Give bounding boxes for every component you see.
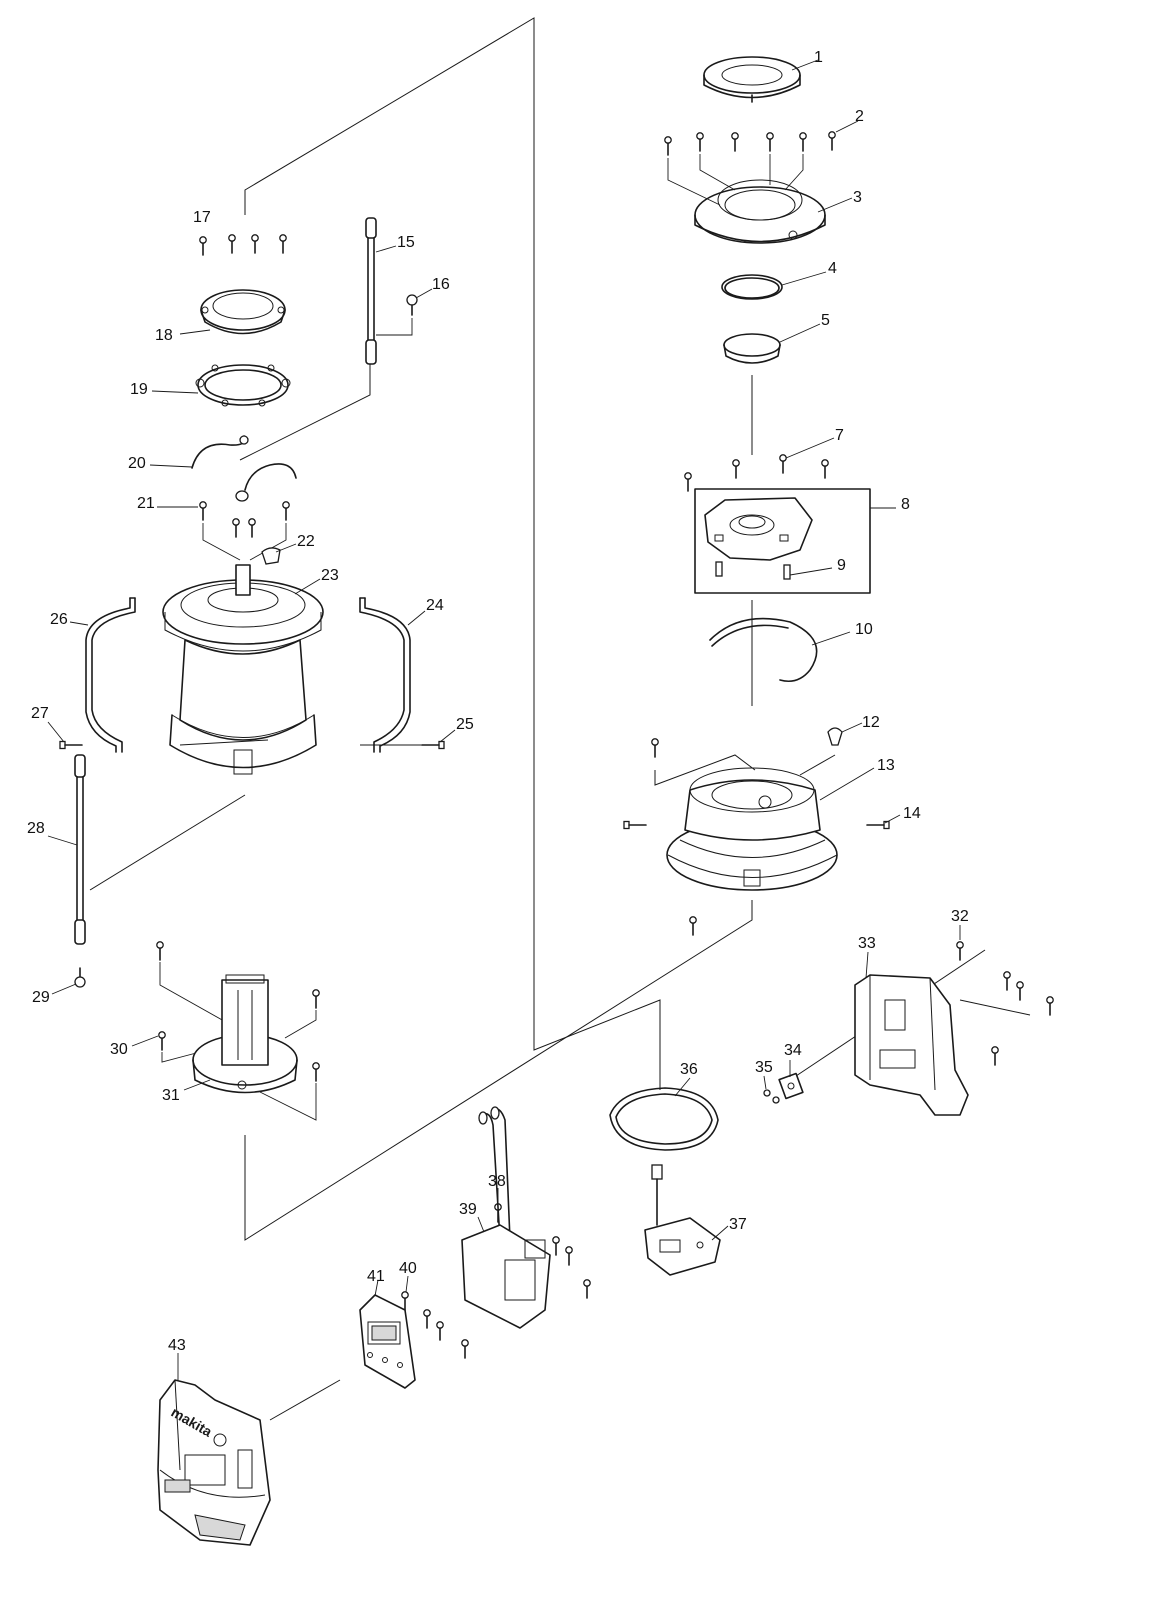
part-4-o-ring bbox=[721, 274, 783, 300]
assembly-guide-lines bbox=[89, 17, 1031, 1421]
callout-24: 24 bbox=[426, 597, 444, 614]
part-43-front-cover: makita bbox=[157, 1379, 271, 1546]
part-18-speaker bbox=[200, 289, 286, 335]
callout-16: 16 bbox=[432, 276, 450, 293]
callout-20: 20 bbox=[128, 455, 146, 472]
part-8-led-board bbox=[704, 497, 813, 561]
callout-15: 15 bbox=[397, 234, 415, 251]
callout-31: 31 bbox=[162, 1087, 180, 1104]
part-36-gasket bbox=[609, 1087, 719, 1151]
part-29-screw bbox=[74, 967, 86, 988]
callout-41: 41 bbox=[367, 1268, 385, 1285]
part-24-handle-right bbox=[359, 597, 411, 753]
part-13-base-ring bbox=[666, 767, 838, 891]
callout-40: 40 bbox=[399, 1260, 417, 1277]
callout-26: 26 bbox=[50, 611, 68, 628]
callout-28: 28 bbox=[27, 820, 45, 837]
part-37-sensor-board bbox=[644, 1164, 721, 1276]
callout-22: 22 bbox=[297, 533, 315, 550]
part-41-display-board bbox=[359, 1294, 416, 1389]
part-33-rear-housing bbox=[854, 974, 969, 1116]
part-30-screws bbox=[156, 940, 321, 1121]
part-3-top-housing bbox=[667, 154, 826, 244]
callout-leaders bbox=[47, 59, 961, 1380]
part-23-main-housing bbox=[162, 564, 324, 775]
part-12-plug bbox=[827, 727, 843, 746]
callout-7: 7 bbox=[835, 427, 844, 444]
part-25-screw bbox=[421, 740, 445, 750]
part-8-frame bbox=[694, 488, 871, 594]
callout-35: 35 bbox=[755, 1059, 773, 1076]
callout-3: 3 bbox=[853, 189, 862, 206]
callout-numbers: 1 2 3 4 5 7 8 9 10 12 13 14 15 16 17 18 … bbox=[27, 49, 969, 1354]
part-5-dome bbox=[723, 333, 781, 364]
callout-4: 4 bbox=[828, 260, 837, 277]
callout-25: 25 bbox=[456, 716, 474, 733]
callout-2: 2 bbox=[855, 108, 864, 125]
part-2-screws bbox=[663, 131, 837, 156]
callout-5: 5 bbox=[821, 312, 830, 329]
screw-left-13 bbox=[623, 820, 647, 830]
callout-38: 38 bbox=[488, 1173, 506, 1190]
callout-36: 36 bbox=[680, 1061, 698, 1078]
part-28-rod bbox=[74, 754, 86, 945]
part-9-pins bbox=[715, 561, 791, 580]
callout-43: 43 bbox=[168, 1337, 186, 1354]
callout-18: 18 bbox=[155, 327, 173, 344]
part-1-cap-ring bbox=[703, 56, 801, 103]
part-10-clip bbox=[709, 617, 818, 683]
callout-21: 21 bbox=[137, 495, 155, 512]
callout-17: 17 bbox=[193, 209, 211, 226]
part-32-screws bbox=[955, 940, 1054, 1066]
part-31-battery-holder bbox=[192, 974, 298, 1094]
callout-29: 29 bbox=[32, 989, 50, 1006]
callout-14: 14 bbox=[903, 805, 921, 822]
part-40-screws bbox=[400, 1291, 470, 1359]
screw-bottom-13 bbox=[688, 915, 698, 936]
callout-37: 37 bbox=[729, 1216, 747, 1233]
part-34-plate bbox=[778, 1072, 804, 1100]
callout-34: 34 bbox=[784, 1042, 802, 1059]
part-19-gasket bbox=[195, 364, 291, 407]
callout-1: 1 bbox=[814, 49, 823, 66]
part-7-screws bbox=[683, 453, 830, 492]
callout-13: 13 bbox=[877, 757, 895, 774]
callout-10: 10 bbox=[855, 621, 873, 638]
part-22-button bbox=[261, 547, 281, 565]
part-16-screw bbox=[376, 294, 418, 336]
part-26-handle-left bbox=[85, 597, 136, 753]
callout-19: 19 bbox=[130, 381, 148, 398]
part-27-screw bbox=[59, 740, 83, 750]
part-20-wire-clips bbox=[191, 435, 297, 502]
callout-9: 9 bbox=[837, 557, 846, 574]
part-15-rod bbox=[365, 217, 377, 365]
callout-8: 8 bbox=[901, 496, 910, 513]
callout-32: 32 bbox=[951, 908, 969, 925]
screw-small-top-left bbox=[650, 737, 660, 758]
callout-30: 30 bbox=[110, 1041, 128, 1058]
callout-39: 39 bbox=[459, 1201, 477, 1218]
part-17-screws bbox=[199, 234, 288, 256]
callout-33: 33 bbox=[858, 935, 876, 952]
callout-23: 23 bbox=[321, 567, 339, 584]
part-39-circuit-board bbox=[461, 1106, 592, 1329]
part-35-screws bbox=[763, 1089, 780, 1104]
callout-27: 27 bbox=[31, 705, 49, 722]
callout-12: 12 bbox=[862, 714, 880, 731]
